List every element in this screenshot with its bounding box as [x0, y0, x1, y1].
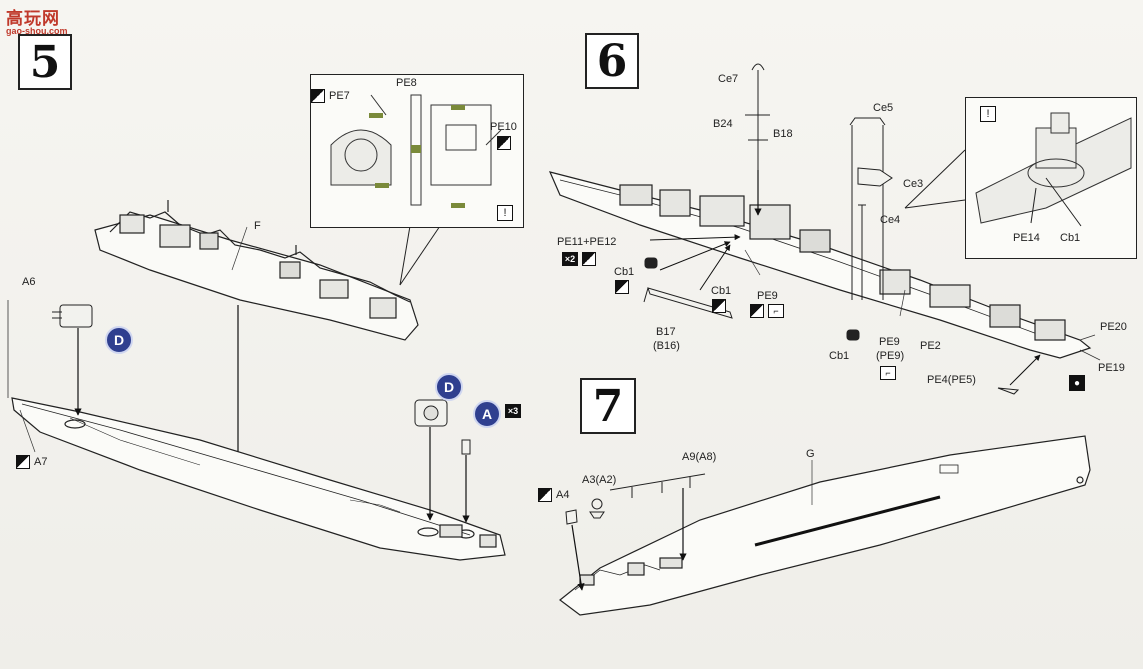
label-a6: A6 [22, 276, 36, 288]
caution-icon: ! [497, 205, 513, 221]
caution-icon: ! [980, 106, 996, 122]
label-pe9-a: PE9 [757, 290, 778, 302]
part-a3 [589, 498, 605, 519]
part-ce3 [857, 167, 893, 187]
label-cb1-a: Cb1 [614, 266, 635, 278]
flip-sides-icon [712, 299, 726, 313]
flip-sides-icon [311, 89, 325, 103]
label-pe10: PE10 [490, 121, 517, 133]
label-cb1-b: Cb1 [711, 285, 732, 297]
hull-lower-part-g [559, 435, 1091, 616]
badge-d-aft: D [435, 373, 463, 401]
label-ce5: Ce5 [873, 102, 894, 114]
part-b17 [643, 287, 733, 319]
hull-assembly-step-6 [548, 171, 1092, 359]
label-a3-a2: A3(A2) [582, 474, 617, 486]
label-b18: B18 [773, 128, 793, 140]
flip-sides-icon [538, 488, 552, 502]
label-cb1-c: Cb1 [829, 350, 850, 362]
label-pe2: PE2 [920, 340, 941, 352]
label-cb1-d: Cb1 [1060, 232, 1081, 244]
label-a9-a8: A9(A8) [682, 451, 717, 463]
part-a [461, 439, 471, 455]
bend-icon: ⌐ [880, 366, 896, 380]
gun-turret-d-aft [414, 399, 448, 427]
watermark-url: gao-shou.com [6, 26, 68, 36]
label-pe9-c: (PE9) [876, 350, 905, 362]
label-a4: A4 [556, 489, 570, 501]
label-pe11-pe12: PE11+PE12 [557, 236, 617, 248]
step-5-number: 5 [18, 34, 72, 90]
label-pe20: PE20 [1100, 321, 1127, 333]
label-pe19: PE19 [1098, 362, 1125, 374]
label-ce7: Ce7 [718, 73, 739, 85]
label-pe4-pe5: PE4(PE5) [927, 374, 976, 386]
frame-ce5 [849, 117, 886, 300]
badge-a: A [473, 400, 501, 428]
label-ce4: Ce4 [880, 214, 901, 226]
multiplier-x2: ×2 [562, 252, 578, 266]
flip-sides-icon [615, 280, 629, 294]
badge-d-front: D [105, 326, 133, 354]
detail-inset-step-5 [310, 74, 524, 228]
part-a9 [609, 473, 706, 498]
label-b24: B24 [713, 118, 733, 130]
superstructure-part-f [94, 200, 419, 341]
flip-sides-icon [750, 304, 764, 318]
part-pe4 [997, 387, 1020, 395]
step-6-number: 6 [585, 33, 639, 89]
label-f: F [254, 220, 261, 232]
label-a7: A7 [34, 456, 48, 468]
label-pe7: PE7 [329, 90, 350, 102]
flip-sides-icon [497, 136, 511, 150]
label-b16: (B16) [653, 340, 680, 352]
hull-deck-step-5 [11, 397, 506, 561]
part-a4 [565, 509, 578, 525]
label-pe8: PE8 [396, 77, 417, 89]
watermark-logo: 高玩网 gao-shou.com [6, 4, 72, 38]
label-pe14: PE14 [1013, 232, 1040, 244]
inset-drawing-step-6 [975, 112, 1132, 227]
label-pe9-b: PE9 [879, 336, 900, 348]
flip-sides-icon [16, 455, 30, 469]
multiplier-x3: ×3 [505, 404, 521, 418]
part-ce4 [858, 204, 866, 300]
paint-drop-icon: ● [1069, 375, 1085, 391]
step-7-number: 7 [580, 378, 636, 434]
label-ce3: Ce3 [903, 178, 924, 190]
flip-sides-icon [582, 252, 596, 266]
bend-icon: ⌐ [768, 304, 784, 318]
label-b17: B17 [656, 326, 676, 338]
gun-turret-d-front [52, 304, 93, 328]
inset-drawing-step-5 [330, 94, 502, 208]
detail-inset-step-6 [965, 97, 1137, 259]
watermark-title: 高玩网 [6, 9, 60, 28]
label-g: G [806, 448, 815, 460]
